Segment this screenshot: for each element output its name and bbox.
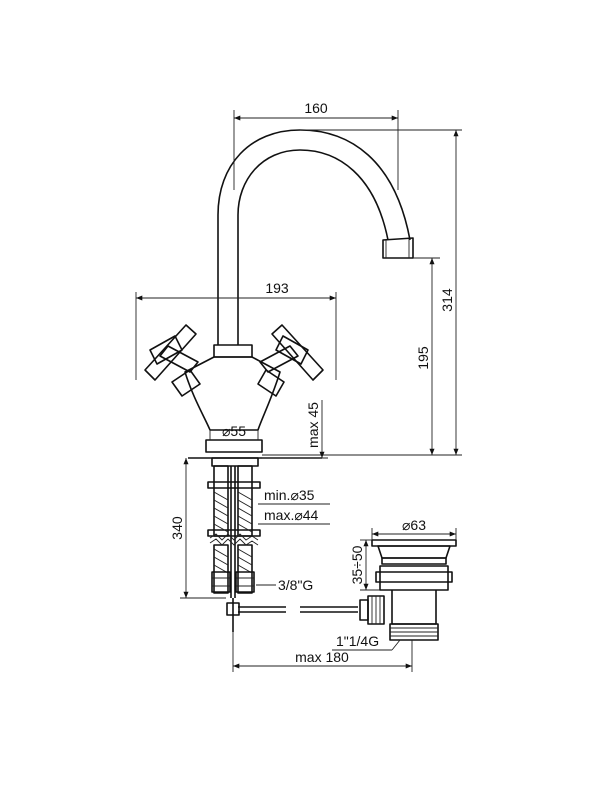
supply-hoses (188, 457, 322, 598)
label-drain-height: 35÷50 (349, 545, 365, 584)
label-base-diameter: ⌀55 (222, 423, 246, 439)
label-min-hole: min.⌀35 (264, 487, 315, 503)
label-thread: 3/8"G (278, 577, 313, 593)
pop-up-drain (359, 539, 457, 641)
right-handle (257, 324, 324, 397)
pop-up-rod (226, 598, 358, 632)
label-drain-diameter: ⌀63 (402, 517, 426, 533)
label-handle-span: 193 (265, 280, 289, 296)
label-max-rod: max 180 (295, 649, 349, 665)
faucet-body (144, 129, 414, 453)
left-handle (144, 324, 201, 397)
label-hose-length: 340 (169, 516, 185, 540)
dimension-labels: 160 193 314 195 max 45 ⌀55 340 min.⌀35 m… (169, 100, 455, 665)
label-drain-thread: 1"1/4G (336, 633, 379, 649)
dimension-lines (135, 110, 462, 672)
label-max-thickness: max 45 (305, 402, 321, 448)
label-max-hole: max.⌀44 (264, 507, 319, 523)
label-spout-height: 195 (415, 346, 431, 370)
label-total-height: 314 (439, 288, 455, 312)
label-spout-reach: 160 (304, 100, 328, 116)
